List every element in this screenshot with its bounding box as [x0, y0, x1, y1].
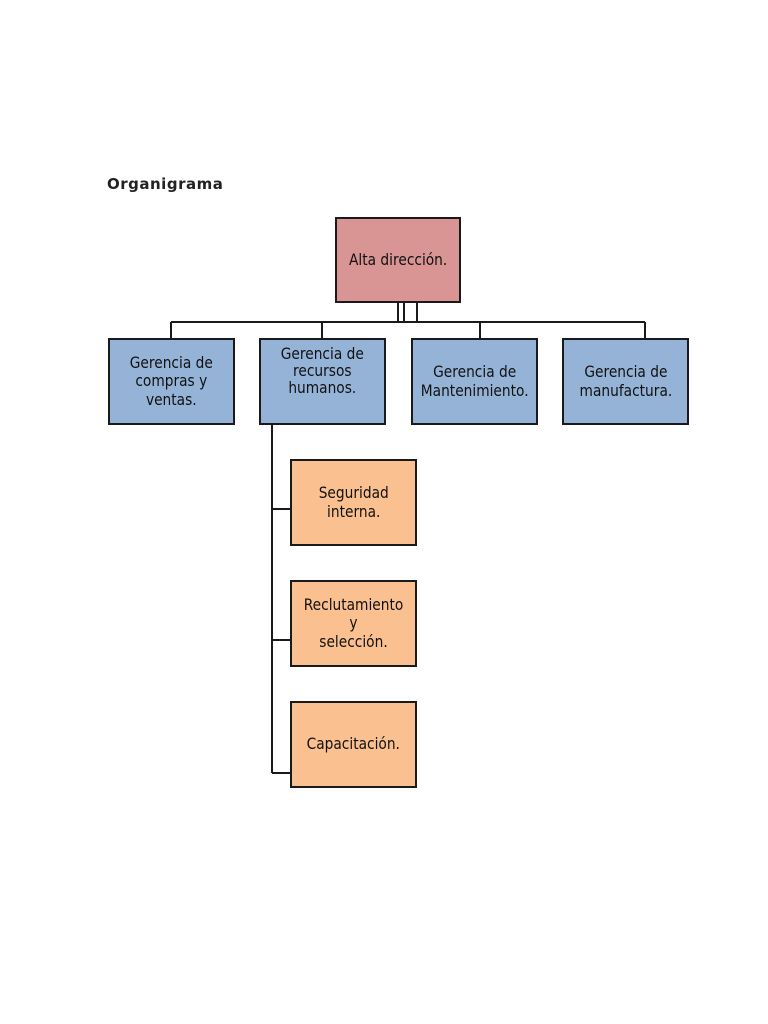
node-label: Reclutamiento y selección. [303, 594, 404, 651]
node-gerencia-compras-ventas: Gerencia de compras y ventas. [108, 338, 235, 425]
node-label: Gerencia de recursos humanos. [280, 344, 365, 397]
node-label: Gerencia de compras y ventas. [129, 352, 214, 409]
node-gerencia-recursos-humanos: Gerencia de recursos humanos. [259, 338, 386, 425]
node-label: Seguridad interna. [318, 483, 389, 521]
node-label: Capacitación. [306, 734, 401, 754]
node-capacitacion: Capacitación. [290, 701, 417, 788]
node-seguridad-interna: Seguridad interna. [290, 459, 417, 546]
node-label: Alta dirección. [348, 249, 448, 269]
node-label: Gerencia de manufactura. [579, 362, 672, 400]
page-title: Organigrama [107, 175, 224, 193]
node-label: Gerencia de Mantenimiento. [420, 362, 529, 400]
node-alta-direccion: Alta dirección. [335, 217, 461, 303]
node-gerencia-mantenimiento: Gerencia de Mantenimiento. [411, 338, 538, 425]
node-reclutamiento-seleccion: Reclutamiento y selección. [290, 580, 417, 667]
node-gerencia-manufactura: Gerencia de manufactura. [562, 338, 689, 425]
